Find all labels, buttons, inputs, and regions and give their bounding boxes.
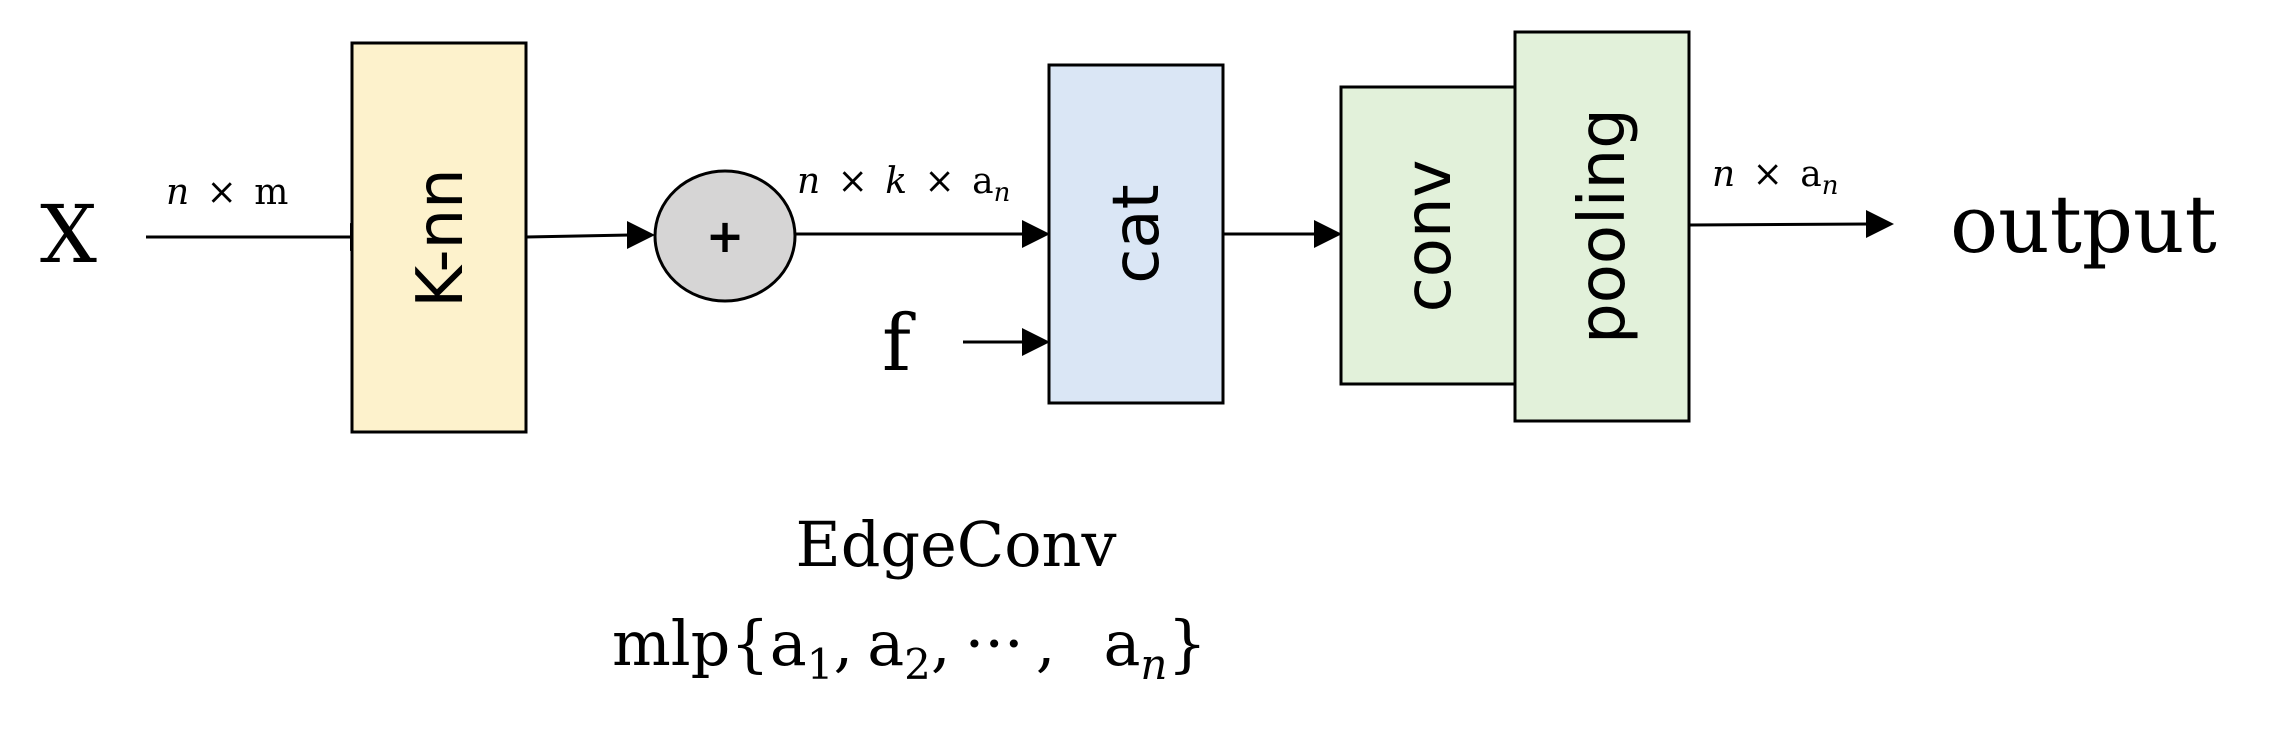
caption-mlp-formula: mlp{a1,a2,···,an} [612, 607, 1207, 689]
feature-f-label: f [882, 299, 916, 389]
sum-node [653, 169, 797, 303]
arrowhead-icon [1022, 328, 1050, 356]
plus-icon: + [706, 209, 745, 263]
arrow-knn-to-plus [525, 233, 631, 239]
knn-label: K-nn [404, 168, 478, 307]
pooling-block [1513, 30, 1691, 423]
output-label: output [1950, 178, 2217, 271]
caption-title: EdgeConv [795, 508, 1116, 581]
cat-block [1047, 63, 1225, 405]
neighbor-dimension-label: n × k × an [797, 161, 1010, 208]
arrowhead-icon [1314, 220, 1342, 248]
output-dimension-label: n × an [1712, 154, 1838, 201]
pooling-label: pooling [1566, 108, 1640, 344]
input-x-label: X [40, 188, 97, 281]
input-dimension-label: n × m [166, 172, 288, 213]
arrowhead-icon [1022, 220, 1050, 248]
arrow-pooling-to-output [1688, 222, 1871, 227]
cat-label: cat [1100, 184, 1174, 284]
knn-block [350, 41, 528, 434]
arrowhead-icon [1866, 210, 1894, 238]
conv-label: conv [1392, 160, 1466, 313]
arrowhead-icon [627, 221, 655, 249]
